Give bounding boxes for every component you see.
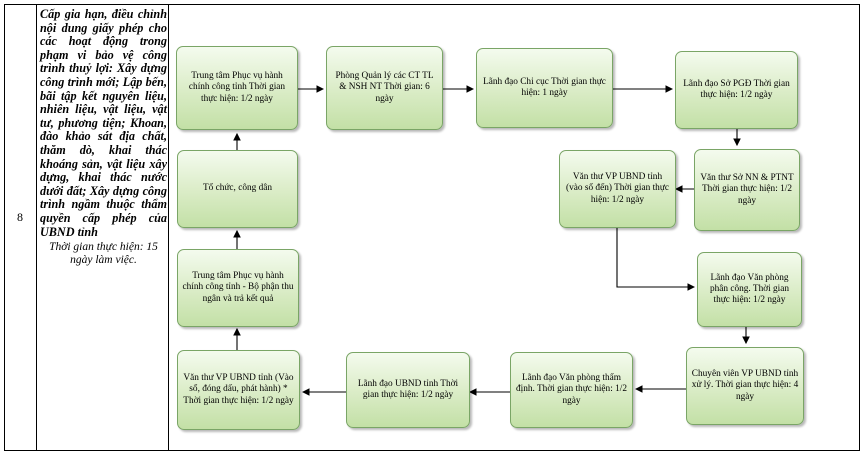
column-divider <box>36 4 37 451</box>
step-subdepartment-leader: Lãnh đạo Chi cục Thời gian thực hiện: 1 … <box>476 48 613 128</box>
step-label: Phòng Quản lý các CT TL & NSH NT Thời gi… <box>335 71 434 104</box>
step-provincial-office-specialist: Chuyên viên VP UBND tỉnh xử lý. Thời gia… <box>686 347 804 425</box>
step-label: Lãnh đạo Văn phòng thẩm định. Thời gian … <box>515 373 627 406</box>
step-label: Văn thư Sở NN & PTNT Thời gian thực hiện… <box>700 173 794 206</box>
step-label: Lãnh đạo Văn phòng phân công. Thời gian … <box>709 272 790 306</box>
step-citizen: Tổ chức, công dân <box>177 150 298 228</box>
step-department-vice-director: Lãnh đạo Sở PGĐ Thời gian thực hiện: 1/2… <box>675 51 798 129</box>
arrow-s7-s8 <box>616 228 696 291</box>
step-provincial-committee-leader: Lãnh đạo UBND tỉnh Thời gian thực hiện: … <box>346 352 470 428</box>
step-label: Văn thư VP UBND tỉnh (vào sổ đến) Thời g… <box>566 172 669 205</box>
row-number: 8 <box>17 210 23 224</box>
step-office-leader-review: Lãnh đạo Văn phòng thẩm định. Thời gian … <box>510 352 633 428</box>
procedure-title: Cấp gia hạn, điều chỉnh nội dung giấy ph… <box>40 7 167 239</box>
step-public-service-center-return: Trung tâm Phục vụ hành chính công tỉnh -… <box>177 249 299 327</box>
step-provincial-office-clerk-release: Văn thư VP UBND tỉnh (Vào sổ, đóng dấu, … <box>177 350 300 430</box>
step-agriculture-department-clerk: Văn thư Sở NN & PTNT Thời gian thực hiện… <box>694 149 800 231</box>
step-label: Lãnh đạo Chi cục Thời gian thực hiện: 1 … <box>483 76 606 98</box>
step-label: Trung tâm Phục vụ hành chính công tỉnh -… <box>182 271 294 304</box>
step-label: Chuyên viên VP UBND tỉnh xử lý. Thời gia… <box>691 369 799 402</box>
step-public-service-center: Trung tâm Phục vụ hành chính công tỉnh T… <box>176 46 298 130</box>
procedure-time: Thời gian thực hiện: 15 ngày làm việc. <box>49 241 158 267</box>
table-row-frame <box>4 4 860 451</box>
procedure-description: Cấp gia hạn, điều chỉnh nội dung giấy ph… <box>40 7 167 267</box>
step-office-leader-assign: Lãnh đạo Văn phòng phân công. Thời gian … <box>697 252 802 327</box>
step-irrigation-management-dept: Phòng Quản lý các CT TL & NSH NT Thời gi… <box>326 46 443 130</box>
step-label: Trung tâm Phục vụ hành chính công tỉnh T… <box>188 71 286 104</box>
step-label: Tổ chức, công dân <box>202 183 273 194</box>
step-label: Lãnh đạo Sở PGĐ Thời gian thực hiện: 1/2… <box>683 78 790 100</box>
step-provincial-office-clerk-incoming: Văn thư VP UBND tỉnh (vào sổ đến) Thời g… <box>559 150 676 228</box>
step-label: Văn thư VP UBND tỉnh (Vào sổ, đóng dấu, … <box>183 373 294 406</box>
step-label: Lãnh đạo UBND tỉnh Thời gian thực hiện: … <box>357 378 459 400</box>
column-divider <box>168 4 169 451</box>
